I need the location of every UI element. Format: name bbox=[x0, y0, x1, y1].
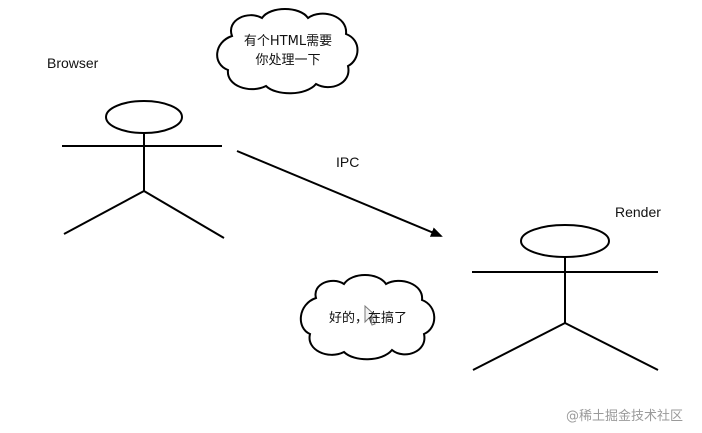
request-cloud bbox=[216, 8, 359, 95]
render-left-leg bbox=[472, 322, 566, 371]
ipc-arrow bbox=[236, 150, 443, 237]
render-right-leg bbox=[564, 322, 659, 371]
mouse-pointer-icon bbox=[364, 304, 379, 326]
ipc-label: IPC bbox=[336, 154, 360, 170]
request-cloud-text: 有个HTML需要 你处理一下 bbox=[232, 32, 344, 70]
render-head bbox=[520, 224, 610, 258]
browser-actor bbox=[62, 100, 225, 239]
render-label: Render bbox=[615, 204, 661, 220]
browser-right-leg bbox=[143, 190, 225, 239]
reply-cloud-text: 好的，在搞了 bbox=[328, 311, 407, 326]
render-actor bbox=[472, 224, 659, 371]
request-cloud-line-2: 你处理一下 bbox=[255, 53, 321, 68]
browser-head bbox=[105, 100, 183, 134]
watermark: @稀土掘金技术社区 bbox=[566, 409, 684, 424]
request-cloud-line-1: 有个HTML需要 bbox=[243, 34, 333, 49]
browser-label: Browser bbox=[47, 55, 99, 71]
browser-left-leg bbox=[63, 190, 145, 235]
